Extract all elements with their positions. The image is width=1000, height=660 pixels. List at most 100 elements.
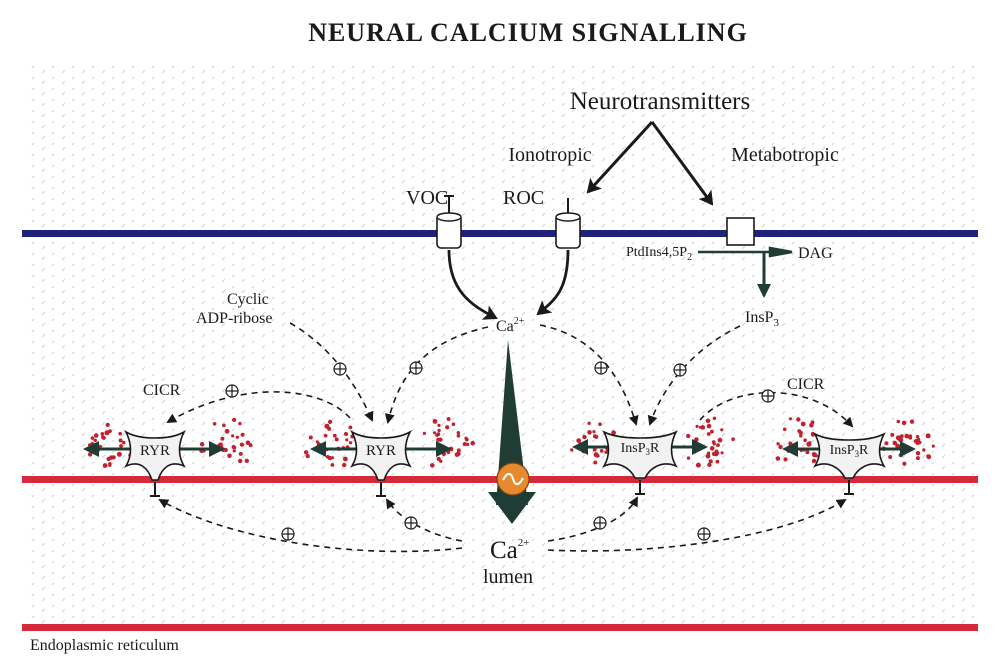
calcium-dot [224, 428, 230, 434]
calcium-dot [720, 428, 724, 432]
ryr-2-label: RYR [366, 443, 396, 459]
calcium-dot [324, 423, 330, 429]
calcium-dot [342, 462, 347, 468]
cicr-left-plus-symbol [225, 384, 239, 398]
calcium-dot [100, 432, 105, 436]
calcium-dot [308, 435, 313, 440]
calcium-dot [446, 417, 451, 421]
calcium-dot [348, 425, 353, 430]
calcium-dot [445, 425, 450, 430]
calcium-dot [922, 448, 926, 452]
calcium-dot [604, 450, 608, 454]
calcium-dot [908, 434, 913, 439]
calcium-dot [892, 440, 898, 446]
calcium-dot [220, 436, 225, 441]
calcium-dot [712, 452, 716, 456]
calcium-dot [232, 449, 236, 453]
ca-insp3r-plus-symbol [594, 361, 608, 375]
calcium-dot [238, 458, 243, 464]
calcium-dot [686, 456, 691, 460]
calcium-dot [227, 453, 232, 459]
cicr-left-label: CICR [143, 382, 181, 399]
calcium-dot [422, 431, 426, 435]
calcium-dot [325, 455, 330, 459]
calcium-dot [576, 438, 582, 443]
calcium-dot [592, 430, 596, 434]
insp3-plus-symbol [673, 363, 687, 377]
calcium-dot [915, 456, 920, 461]
calcium-dot [212, 422, 217, 426]
calcium-dot [710, 429, 714, 434]
calcium-dot [593, 460, 598, 465]
er-membrane-lower [22, 624, 978, 631]
calcium-dot [904, 433, 910, 439]
calcium-dot [199, 442, 205, 447]
calcium-dot [788, 417, 793, 421]
neurotransmitters-label: Neurotransmitters [570, 88, 751, 115]
calcium-dot [898, 437, 904, 443]
calcium-dot [890, 432, 895, 437]
calcium-dot [587, 430, 592, 435]
calcium-dot [344, 432, 348, 436]
calcium-dot [582, 434, 587, 440]
cyclic-label: Cyclic [227, 291, 269, 308]
calcium-dot [913, 439, 919, 444]
calcium-dot [899, 434, 904, 439]
ca-ryr-plus-symbol [409, 361, 423, 375]
calcium-dot [343, 456, 348, 462]
metabotropic-label: Metabotropic [731, 144, 839, 166]
calcium-dot [87, 452, 93, 457]
calcium-dot [594, 434, 599, 439]
calcium-dot [896, 419, 901, 424]
cicr-right-label: CICR [787, 376, 825, 393]
metabotropic-arrow [650, 121, 714, 206]
cadpr-plus-symbol [333, 362, 347, 376]
calcium-dot [699, 425, 703, 429]
voc-ca-entry-arrow [447, 249, 498, 320]
ryr-receptor-1 [83, 429, 225, 497]
lumen-insp3r2-plus-symbol [697, 527, 711, 541]
calcium-dot [686, 433, 691, 439]
calcium-dot [705, 453, 711, 459]
calcium-dot [800, 421, 806, 427]
calcium-dot [592, 447, 597, 452]
calcium-dot [430, 463, 435, 468]
ca-to-insp3r-arrow [539, 324, 639, 426]
calcium-dot [925, 433, 931, 439]
plasma-membrane [22, 230, 978, 237]
calcium-dot [332, 433, 337, 438]
calcium-dot [245, 440, 251, 446]
calcium-dot [437, 423, 441, 427]
calcium-dot [456, 431, 460, 435]
calcium-dot [782, 427, 787, 432]
calcium-dot [105, 422, 110, 427]
calcium-dot [783, 457, 788, 462]
calcium-dot [805, 450, 810, 455]
calcium-dot [454, 452, 460, 457]
calcium-dot [305, 454, 310, 459]
roc-label: ROC [503, 187, 544, 209]
central-calcium-uptake-arrow [496, 340, 528, 505]
calcium-dot [238, 451, 243, 456]
calcium-dot [809, 423, 814, 428]
calcium-dot [711, 440, 716, 445]
calcium-dot [330, 463, 335, 467]
insp3r-receptor-2 [782, 432, 916, 495]
calcium-dot [814, 454, 818, 458]
calcium-dot [231, 434, 235, 438]
calcium-dot [334, 437, 339, 442]
calcium-dot [223, 447, 228, 453]
diagram-title: NEURAL CALCIUM SIGNALLING [308, 18, 748, 47]
calcium-dot [348, 441, 353, 445]
ryr-1-label: RYR [140, 443, 170, 459]
adp-ribose-label: ADP-ribose [196, 310, 272, 327]
calcium-dot [598, 422, 602, 427]
metabotropic-receptor [726, 217, 755, 246]
insp3r-receptor-1 [572, 430, 708, 495]
ryr-receptor-2 [310, 429, 452, 497]
calcium-dot [712, 416, 717, 420]
calcium-dot [775, 456, 781, 461]
calcium-dot [811, 458, 817, 464]
calcium-dot [884, 441, 889, 446]
